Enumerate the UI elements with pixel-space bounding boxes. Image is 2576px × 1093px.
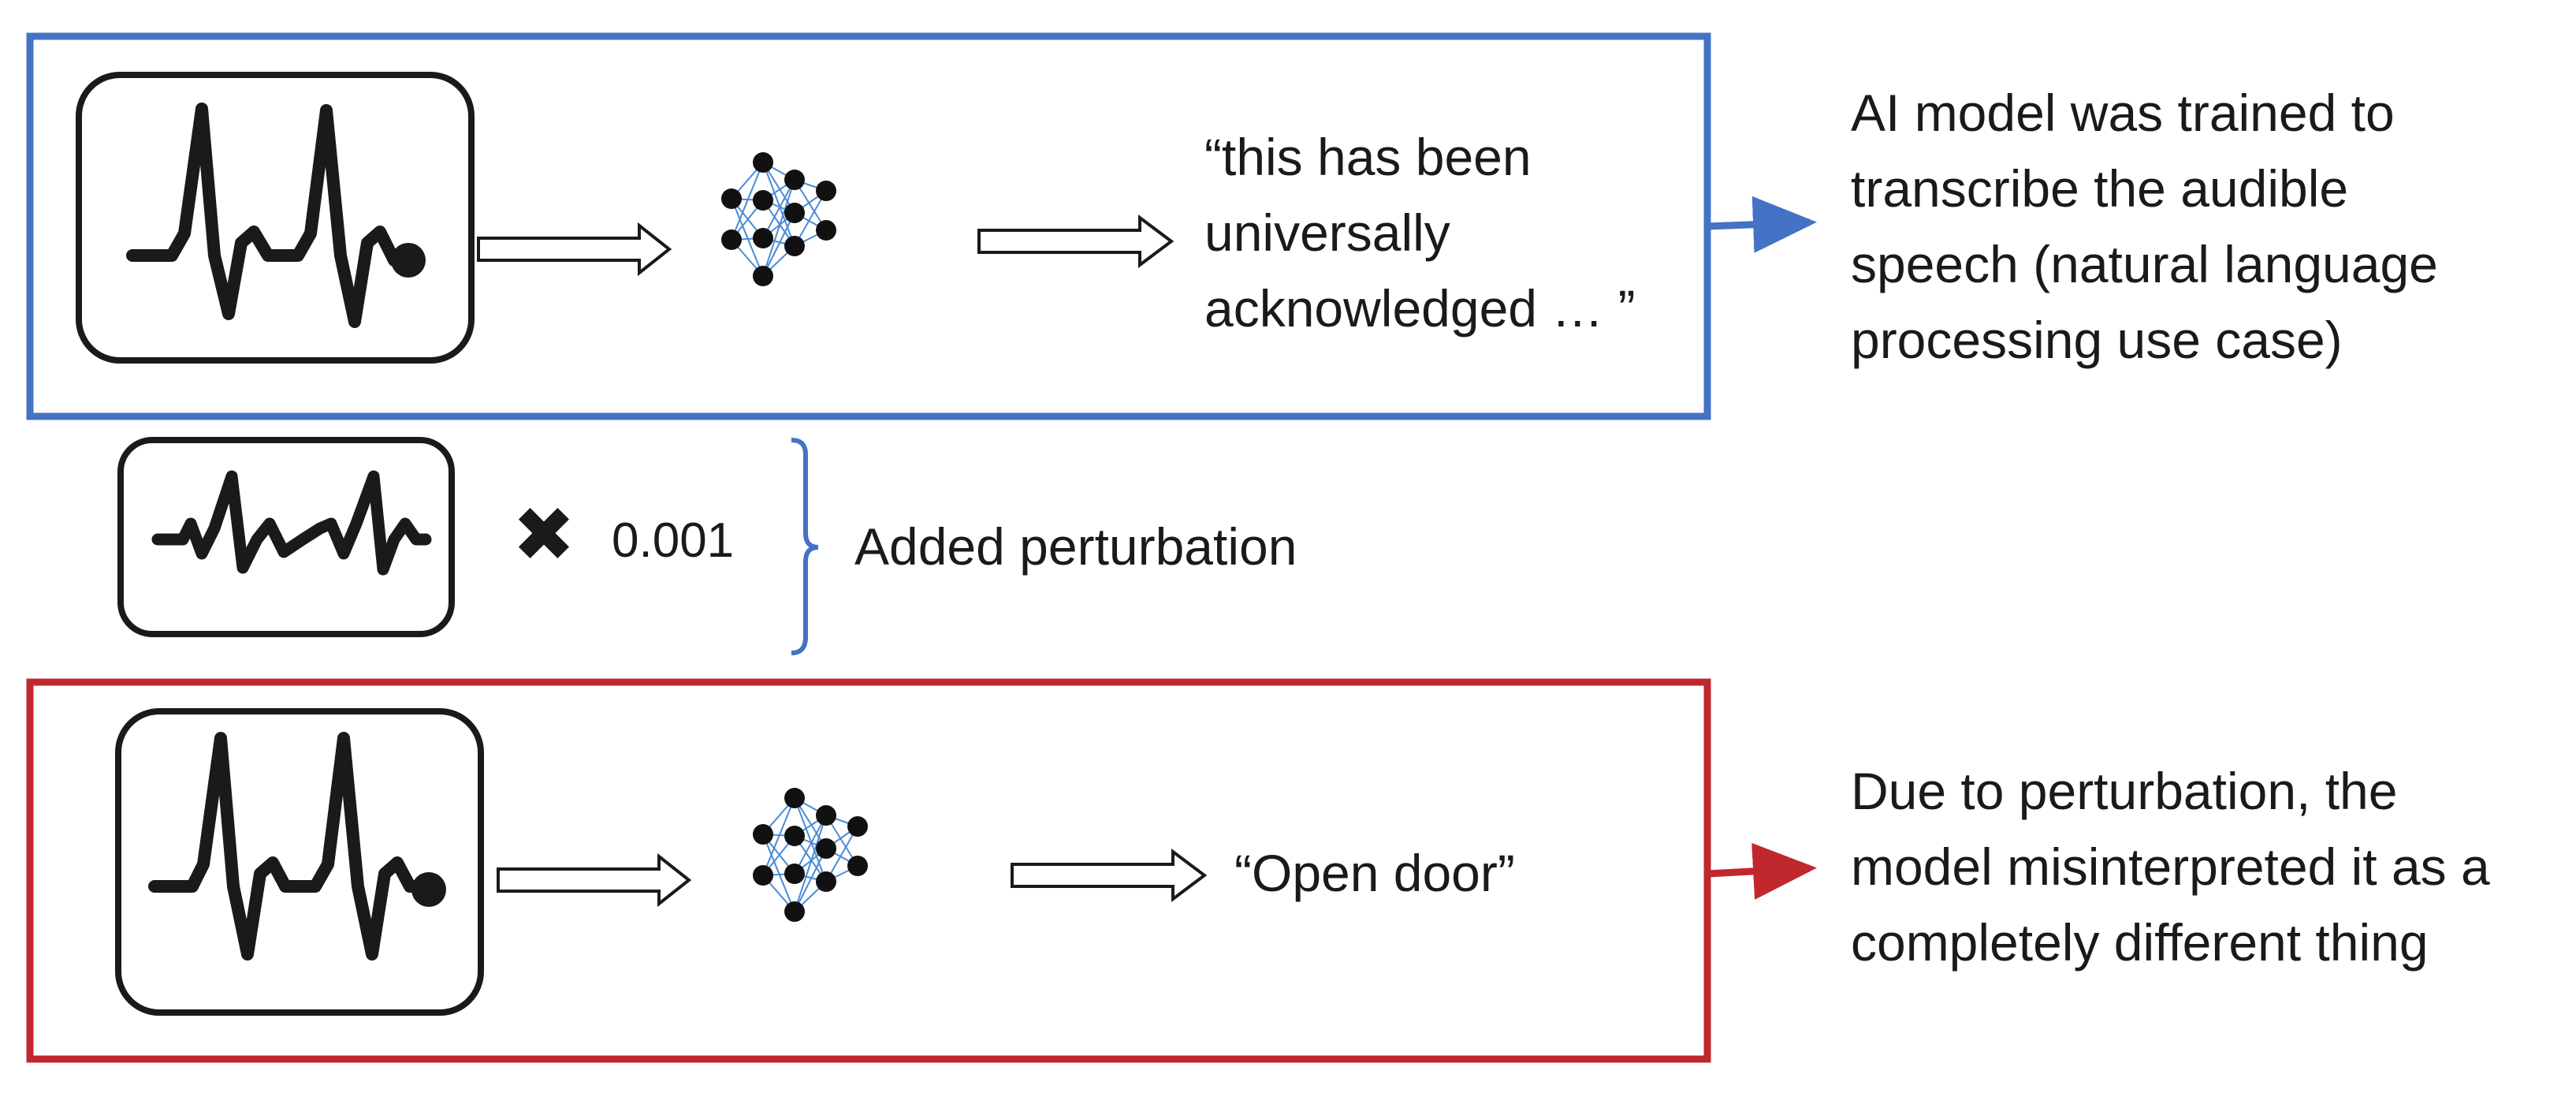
network-node (784, 826, 805, 846)
multiply-icon: ✖ (512, 493, 575, 577)
misinterpreted-output: “Open door” (1234, 844, 1515, 902)
network-edge (794, 815, 827, 912)
network-edge (731, 162, 764, 241)
network-node (753, 824, 773, 845)
heartbeat-waveform-icon (76, 72, 475, 364)
network-node (784, 901, 805, 922)
network-node (847, 816, 868, 837)
network-node (847, 856, 868, 876)
bottom-caption-line-2: model misinterpreted it as a (1851, 837, 2490, 896)
network-edge (794, 848, 827, 912)
network-edge (762, 179, 795, 239)
heartbeat-waveform-icon (115, 708, 484, 1016)
network-edge (794, 190, 827, 247)
output-transcription-line-2: universally (1204, 203, 1450, 262)
network-edge (762, 834, 795, 912)
network-node (753, 190, 773, 211)
network-node (816, 220, 836, 241)
network-node (784, 236, 805, 256)
top-caption-line-3: speech (natural language (1851, 235, 2438, 293)
perturbation-label: Added perturbation (854, 517, 1297, 576)
bottom-caption-line-3: completely different thing (1851, 913, 2429, 972)
perturbation-bracket (791, 438, 819, 655)
network-node (721, 188, 742, 209)
network-edge (762, 797, 795, 876)
output-transcription-line-3: acknowledged … ” (1204, 279, 1636, 338)
network-node (753, 152, 773, 173)
network-edge (762, 162, 795, 247)
bottom-connector-arrow (1707, 842, 1817, 900)
network-node (784, 170, 805, 190)
network-node (753, 228, 773, 248)
network-node (784, 788, 805, 808)
noise-waveform-icon (117, 437, 455, 637)
network-node (784, 203, 805, 223)
network-edge (731, 198, 764, 277)
neural-network-icon (721, 152, 836, 286)
hollow-arrow-icon (977, 214, 1174, 268)
network-edge (794, 815, 827, 875)
network-node (784, 864, 805, 884)
top-caption-line-2: transcribe the audible (1851, 159, 2348, 218)
network-edge (794, 797, 827, 882)
network-node (753, 266, 773, 286)
top-caption-line-1: AI model was trained to (1851, 84, 2395, 142)
network-edge (762, 179, 795, 277)
output-transcription-line-1: “this has been (1204, 128, 1532, 186)
network-node (753, 865, 773, 886)
hollow-arrow-icon (497, 852, 692, 908)
neural-network-icon (753, 788, 868, 922)
network-node (816, 871, 836, 892)
hollow-arrow-icon (1011, 849, 1208, 902)
bottom-caption-line-1: Due to perturbation, the (1851, 762, 2397, 820)
network-node (816, 181, 836, 201)
network-node (816, 838, 836, 859)
network-edge (825, 826, 858, 882)
scale-factor-value: 0.001 (612, 513, 734, 568)
top-connector-arrow (1707, 196, 1817, 253)
network-edge (762, 212, 795, 277)
hollow-arrow-icon (477, 222, 672, 277)
top-caption-line-4: processing use case) (1851, 311, 2343, 369)
network-node (816, 805, 836, 826)
network-node (721, 229, 742, 250)
